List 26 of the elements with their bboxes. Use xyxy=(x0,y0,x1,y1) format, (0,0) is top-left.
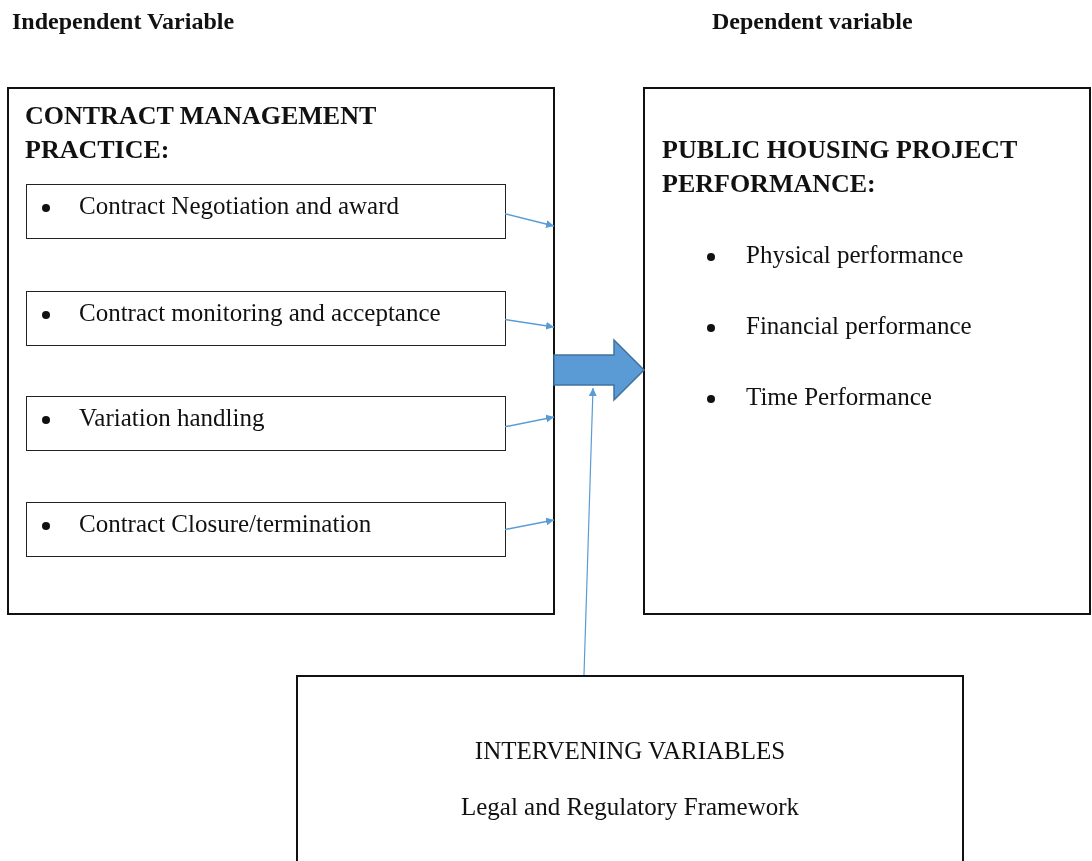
arrow xyxy=(583,387,597,676)
process-box xyxy=(643,87,1091,615)
process-box xyxy=(26,502,506,557)
arrow xyxy=(504,318,555,330)
process-box xyxy=(26,184,506,239)
arrow xyxy=(553,338,646,402)
arrow xyxy=(504,212,555,228)
box-heading: PUBLIC HOUSING PROJECT PERFORMANCE: xyxy=(662,134,1018,200)
arrow xyxy=(504,414,555,428)
box-heading: INTERVENING VARIABLES xyxy=(473,736,787,766)
process-box xyxy=(26,396,506,451)
column-heading: Dependent variable xyxy=(712,8,913,35)
box-text: Legal and Regulatory Framework xyxy=(459,792,801,822)
list-item-text: Contract monitoring and acceptance xyxy=(79,298,441,328)
column-heading: Independent Variable xyxy=(12,8,235,35)
list-item-text: Financial performance xyxy=(746,311,972,341)
list-item-text: Contract Negotiation and award xyxy=(79,191,400,221)
box-heading: CONTRACT MANAGEMENT PRACTICE: xyxy=(25,100,377,166)
arrow xyxy=(504,517,555,531)
list-item-text: Time Performance xyxy=(746,382,932,412)
list-item-text: Contract Closure/termination xyxy=(79,509,372,539)
process-box xyxy=(26,291,506,346)
process-box xyxy=(7,87,555,615)
process-box xyxy=(296,675,964,861)
list-item-text: Physical performance xyxy=(746,240,964,270)
list-item-text: Variation handling xyxy=(79,403,265,433)
